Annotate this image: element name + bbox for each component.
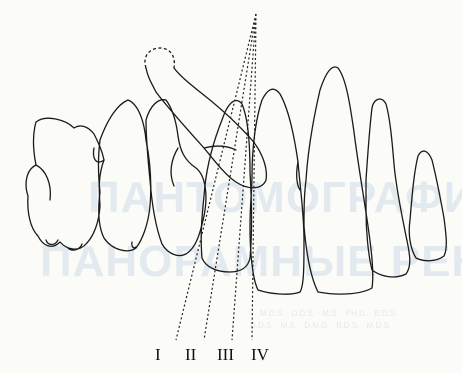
projection-label-i: I: [155, 345, 161, 364]
projection-label-ii: II: [185, 345, 197, 364]
show-through-line-1: ПАНТОМОГРАФИЯ: [88, 173, 462, 222]
show-through-line-3: M.D.S. · D.D.S. · M.S. · PH.D. · B.D.S.: [260, 309, 397, 318]
canine-projection: [145, 48, 266, 188]
projection-labels: I II III IV: [155, 345, 270, 364]
projection-label-iii: III: [217, 345, 234, 364]
show-through-line-4: D.D.S. · M.S. · D.M.D. · B.D.S. · M.D.S.: [250, 321, 391, 330]
projection-label-iv: IV: [251, 345, 270, 364]
